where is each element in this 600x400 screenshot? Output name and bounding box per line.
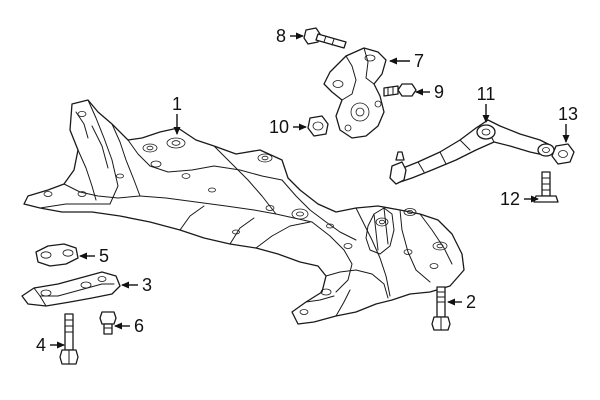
bolt-6 bbox=[99, 311, 117, 335]
bolt-9 bbox=[383, 83, 417, 97]
callout-13: 13 bbox=[558, 104, 578, 124]
bracket-3 bbox=[21, 271, 121, 307]
bolt-2 bbox=[431, 286, 451, 331]
nut-13 bbox=[551, 143, 575, 165]
callout-leaders bbox=[50, 32, 570, 349]
callout-9: 9 bbox=[434, 82, 444, 102]
bolt-4 bbox=[59, 313, 79, 365]
nut-10 bbox=[307, 115, 329, 137]
callout-7: 7 bbox=[414, 51, 424, 71]
callout-6: 6 bbox=[134, 316, 144, 336]
callout-3: 3 bbox=[142, 275, 152, 295]
steering-knuckle-7 bbox=[323, 47, 387, 139]
callout-5: 5 bbox=[99, 246, 109, 266]
crossmember bbox=[23, 99, 465, 325]
stud-12 bbox=[533, 171, 559, 203]
callout-2: 2 bbox=[466, 292, 476, 312]
nut-plate-5 bbox=[35, 243, 79, 267]
callout-11: 11 bbox=[477, 84, 496, 104]
callout-12: 12 bbox=[500, 189, 520, 209]
callout-8: 8 bbox=[276, 26, 286, 46]
callout-4: 4 bbox=[36, 335, 46, 355]
callout-numbers: 1 2 3 4 5 6 7 8 9 10 11 12 13 bbox=[36, 26, 578, 355]
callout-1: 1 bbox=[172, 94, 182, 114]
bolt-8 bbox=[303, 27, 347, 49]
callout-10: 10 bbox=[269, 117, 289, 137]
control-arm-11 bbox=[389, 119, 555, 185]
